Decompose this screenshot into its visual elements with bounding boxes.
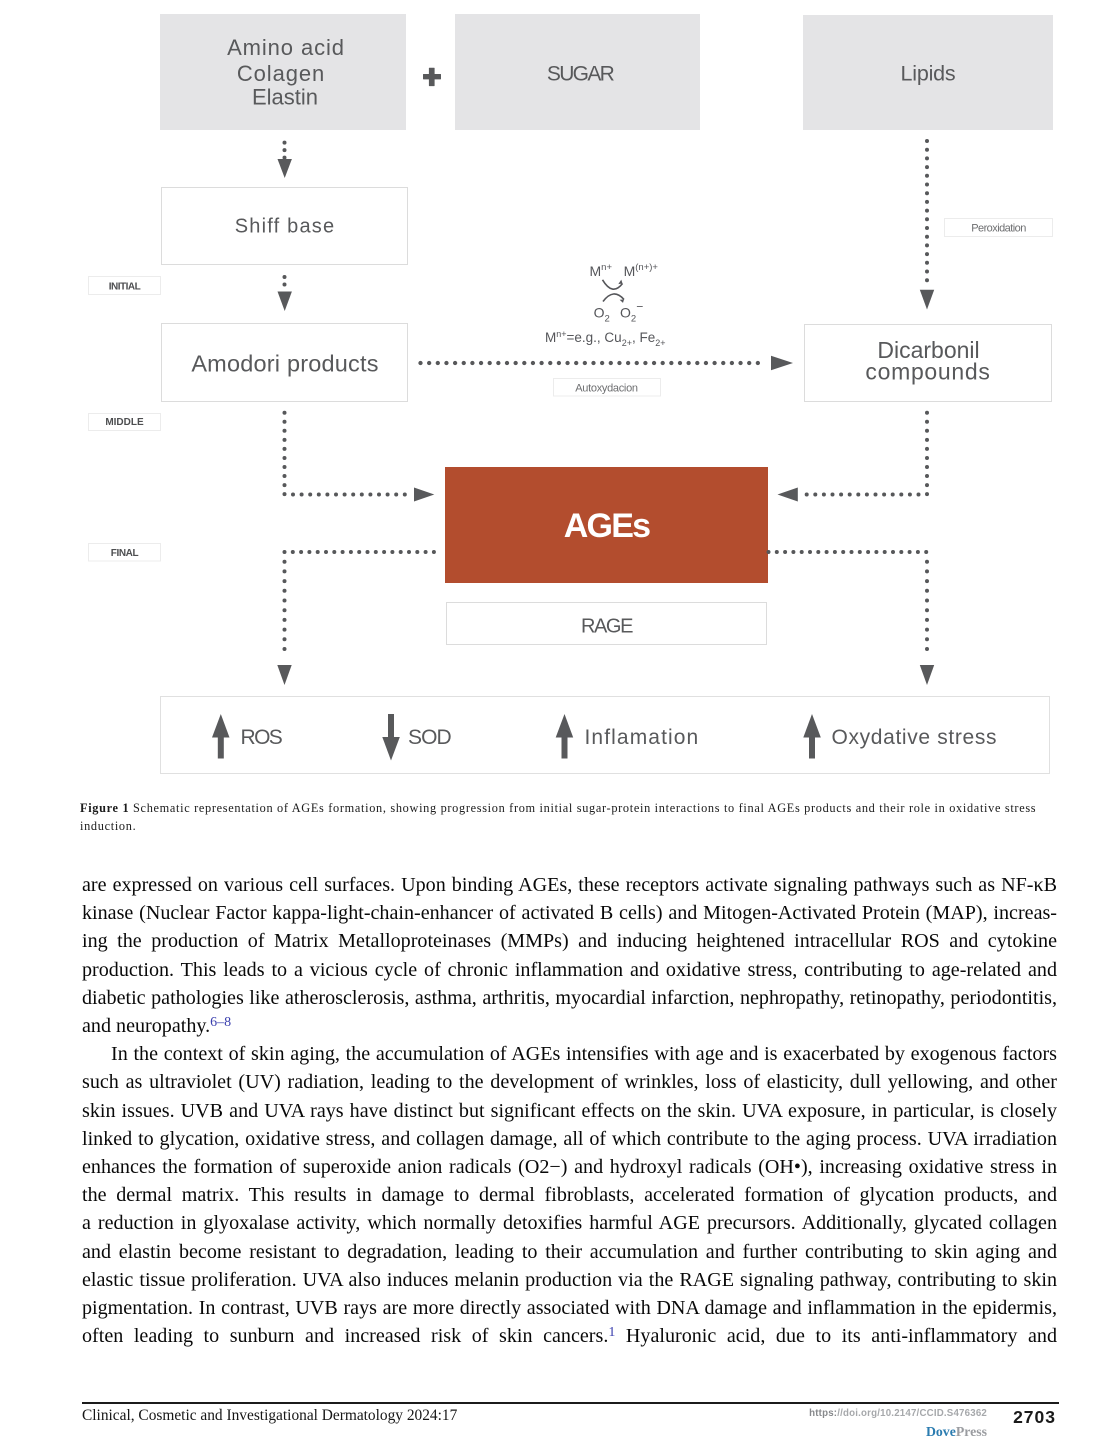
svg-text:Inflamation: Inflamation [585,726,700,749]
svg-text:Mn+: Mn+ [590,262,613,279]
svg-text:Elastin: Elastin [252,85,318,110]
svg-text:MIDDLE: MIDDLE [105,417,144,428]
svg-text:ROS: ROS [241,726,283,749]
svg-text:Amodori products: Amodori products [191,350,378,376]
svg-text:SUGAR: SUGAR [547,63,615,86]
svg-text:AGEs: AGEs [564,507,650,545]
svg-text:Autoxydacion: Autoxydacion [575,383,638,395]
svg-text:INITIAL: INITIAL [109,282,141,293]
svg-text:M(n+)+: M(n+)+ [624,262,659,279]
svg-text:Colagen: Colagen [237,61,325,86]
svg-text:Mn+=e.g., Cu2+, Fe2+: Mn+=e.g., Cu2+, Fe2+ [545,329,665,348]
svg-text:Shiff base: Shiff base [235,216,336,238]
svg-text:FINAL: FINAL [111,548,139,559]
svg-text:O2−: O2− [620,300,643,325]
svg-text:O2: O2 [594,305,610,325]
svg-text:SOD: SOD [408,726,452,749]
svg-text:RAGE: RAGE [581,616,633,638]
svg-text:Lipids: Lipids [901,62,956,86]
svg-text:Oxydative stress: Oxydative stress [832,726,998,749]
svg-text:compounds: compounds [865,359,990,385]
svg-text:Dicarbonil: Dicarbonil [877,337,979,363]
svg-text:Amino acid: Amino acid [227,35,345,60]
svg-text:Peroxidation: Peroxidation [971,223,1026,235]
